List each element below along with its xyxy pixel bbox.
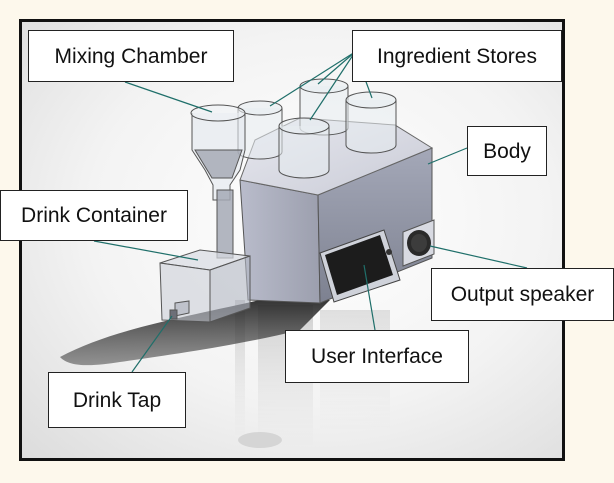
label-drink-tap: Drink Tap	[48, 372, 186, 428]
drink-container-box	[159, 249, 251, 323]
leader-drink-container	[93, 240, 199, 261]
label-output-speaker: Output speaker	[431, 268, 614, 321]
leader-mixing-chamber	[124, 81, 213, 113]
leader-body	[427, 147, 468, 165]
leader-ingredient-store-4	[309, 51, 356, 121]
leader-ingredient-store-1	[269, 51, 356, 107]
leader-drink-tap	[131, 315, 173, 373]
leader-ingredient-store-2	[317, 51, 356, 85]
label-user-interface: User Interface	[285, 330, 469, 383]
label-ingredient-stores: Ingredient Stores	[352, 30, 562, 82]
leader-output-speaker	[429, 245, 528, 269]
label-mixing-chamber: Mixing Chamber	[28, 30, 234, 82]
mixing-chamber-vessel	[190, 104, 246, 259]
leader-lines	[93, 51, 528, 373]
speaker-grille	[402, 219, 435, 267]
ingredient-cylinders	[237, 78, 397, 179]
touch-screen	[319, 229, 401, 303]
machine-shadow	[60, 300, 330, 366]
label-body: Body	[467, 126, 547, 176]
label-drink-container: Drink Container	[0, 190, 188, 241]
leader-user-interface	[363, 264, 376, 331]
